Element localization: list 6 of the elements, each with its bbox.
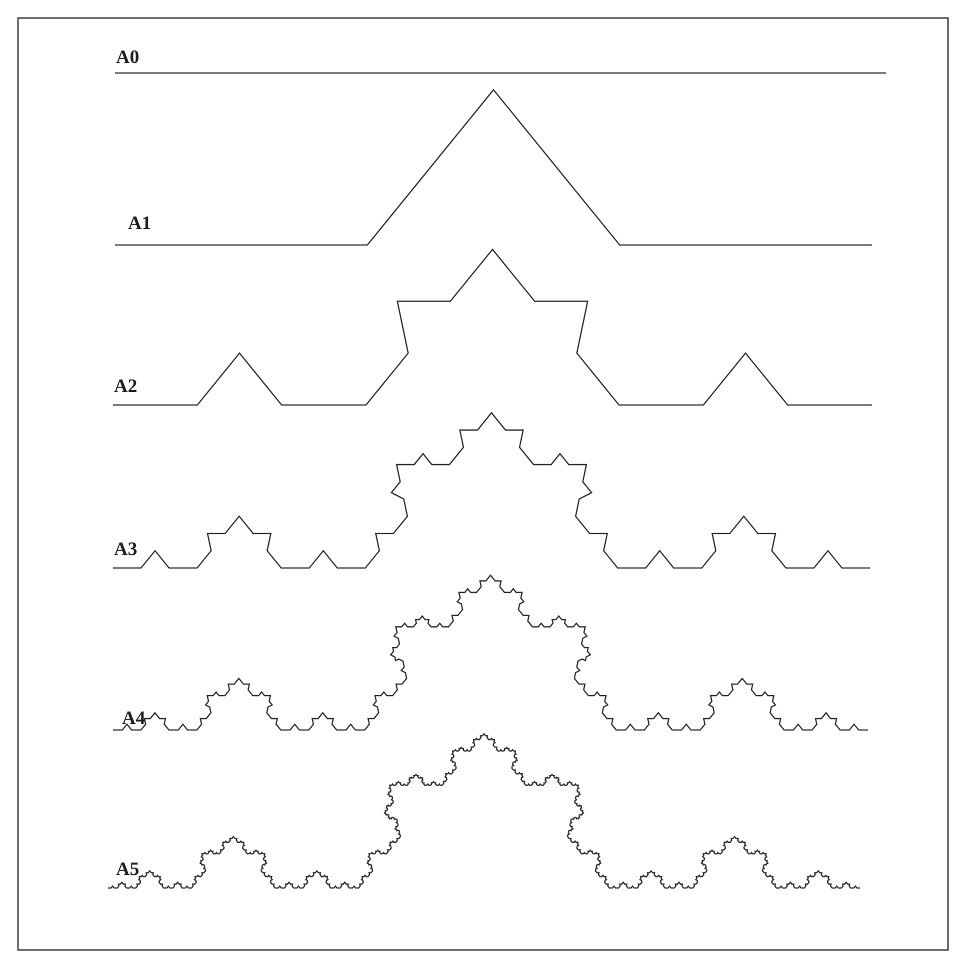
level-label: A1 (128, 214, 152, 233)
level-label: A4 (122, 709, 146, 728)
level-label: A0 (116, 48, 140, 67)
level-label: A2 (114, 377, 138, 396)
level-label: A5 (116, 860, 140, 879)
level-label: A3 (114, 540, 138, 559)
